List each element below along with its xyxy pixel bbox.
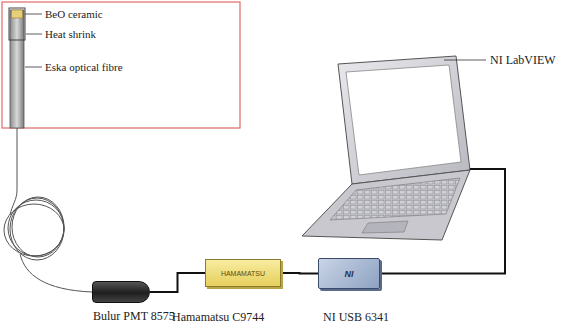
device-box: NINI USB 6341 bbox=[318, 258, 380, 289]
inset-frame bbox=[2, 2, 240, 128]
device-caption: Bulur PMT 8575 bbox=[93, 309, 175, 324]
optical-fibre-coil bbox=[4, 128, 92, 292]
cable bbox=[281, 273, 318, 275]
device-box: NI LabVIEW bbox=[300, 55, 472, 245]
probe bbox=[9, 8, 42, 128]
laptop bbox=[302, 56, 486, 240]
part-label: Heat shrink bbox=[45, 28, 96, 40]
device-box: HAMAMATSUHamamatsu C9744 bbox=[205, 259, 281, 287]
device-caption: NI USB 6341 bbox=[323, 310, 389, 325]
part-label: Eska optical fibre bbox=[45, 61, 123, 73]
device-caption: NI LabVIEW bbox=[490, 53, 556, 68]
part-label: BeO ceramic bbox=[45, 8, 103, 20]
device-caption: Hamamatsu C9744 bbox=[172, 310, 264, 325]
device-brand: HAMAMATSU bbox=[221, 270, 265, 277]
cable bbox=[380, 169, 505, 274]
cable bbox=[150, 273, 205, 292]
device-brand: NI bbox=[345, 269, 354, 279]
device-box: Bulur PMT 8575 bbox=[92, 281, 150, 303]
